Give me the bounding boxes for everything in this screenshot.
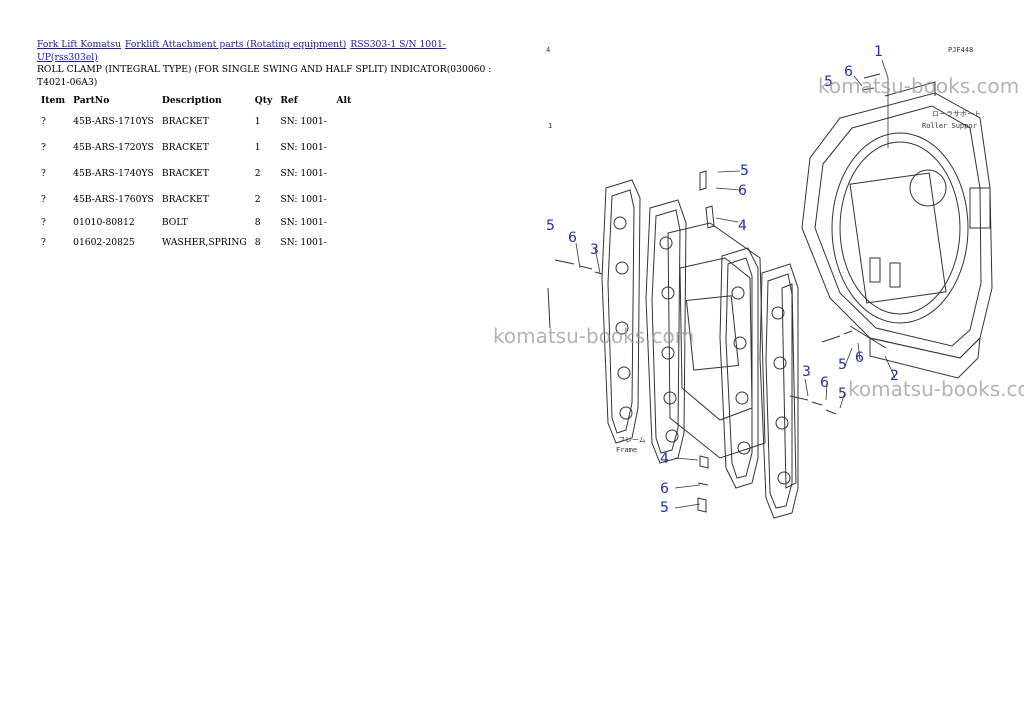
drawing-code: PJF448 (948, 46, 973, 54)
cell-partno: 45B-ARS-1720YS (73, 142, 154, 154)
diagram-labels: PJF448 4 1 ローラサポート Roller Suppor フレーム Fr… (546, 46, 981, 454)
callout-1: 1 (874, 44, 883, 60)
cell-description: BOLT (161, 217, 188, 229)
cell-description: BRACKET (161, 168, 209, 180)
parts-table: Item PartNo Description Qty Ref Alt ? 45… (37, 93, 355, 254)
col-header-qty: Qty (254, 95, 273, 106)
callout-5d: 5 (838, 357, 847, 373)
callout-6e: 6 (820, 375, 829, 391)
frame-jp-label: フレーム (618, 436, 646, 444)
table-header-row: Item PartNo Description Qty Ref Alt (37, 93, 355, 110)
cell-partno: 45B-ARS-1710YS (73, 116, 154, 128)
cell-description: BRACKET (161, 194, 209, 206)
table-row: ? 45B-ARS-1720YS BRACKET 1 SN: 1001- (37, 136, 355, 162)
col-header-alt: Alt (336, 95, 352, 106)
page-title: ROLL CLAMP (INTEGRAL TYPE) (FOR SINGLE S… (37, 64, 492, 88)
table-row: ? 01010-80812 BOLT 8 SN: 1001- (37, 214, 355, 234)
cell-description: BRACKET (161, 116, 209, 128)
callout-3a: 3 (590, 242, 599, 258)
cell-alt (332, 214, 355, 234)
cell-item: ? (41, 237, 46, 249)
cell-alt (332, 188, 355, 214)
diagram-linework (547, 73, 993, 519)
callouts: 1 2 3 3 4 4 5 5 5 5 5 5 6 6 6 6 6 6 (546, 44, 899, 516)
cell-item: ? (41, 194, 46, 206)
cell-ref: SN: 1001- (280, 142, 327, 154)
cell-alt (332, 162, 355, 188)
watermark: komatsu-books.com (493, 324, 695, 348)
callout-5f: 5 (660, 500, 669, 516)
callout-5b: 5 (546, 218, 555, 234)
callout-5c: 5 (824, 74, 833, 90)
cell-qty: 2 (254, 168, 261, 180)
cell-alt (332, 136, 355, 162)
callout-6d: 6 (855, 350, 864, 366)
callout-5e: 5 (838, 386, 847, 402)
callout-6c: 6 (844, 64, 853, 80)
cell-partno: 45B-ARS-1760YS (73, 194, 154, 206)
callout-4b: 4 (660, 451, 669, 467)
watermark: komatsu-books.com (818, 74, 1020, 98)
col-header-description: Description (161, 95, 222, 106)
cell-qty: 8 (254, 217, 261, 229)
breadcrumb-link-category[interactable]: Forklift Attachment parts (Rotating equi… (125, 39, 347, 50)
callout-2: 2 (890, 368, 899, 384)
col-header-item: Item (41, 95, 66, 106)
callout-3b: 3 (802, 364, 811, 380)
corner-mark: 4 (546, 46, 550, 54)
cell-partno: 01602-20825 (73, 237, 135, 249)
cell-item: ? (41, 142, 46, 154)
frame-label: Frame (616, 446, 637, 454)
cell-ref: SN: 1001- (280, 237, 327, 249)
cell-qty: 8 (254, 237, 261, 249)
cell-ref: SN: 1001- (280, 168, 327, 180)
callout-6f: 6 (660, 481, 669, 497)
table-row: ? 01602-20825 WASHER,SPRING 8 SN: 1001- (37, 234, 355, 254)
cell-description: WASHER,SPRING (161, 237, 247, 249)
side-mark: 1 (548, 122, 552, 130)
cell-item: ? (41, 217, 46, 229)
table-row: ? 45B-ARS-1760YS BRACKET 2 SN: 1001- (37, 188, 355, 214)
cell-qty: 2 (254, 194, 261, 206)
col-header-ref: Ref (280, 95, 298, 106)
watermark: komatsu-books.com (848, 377, 1024, 401)
callout-6b: 6 (568, 230, 577, 246)
callout-6a: 6 (738, 183, 747, 199)
table-row: ? 45B-ARS-1710YS BRACKET 1 SN: 1001- (37, 110, 355, 136)
cell-ref: SN: 1001- (280, 194, 327, 206)
cell-description: BRACKET (161, 142, 209, 154)
breadcrumb: Fork Lift Komatsu Forklift Attachment par… (37, 39, 507, 64)
cell-item: ? (41, 168, 46, 180)
callout-4a: 4 (738, 218, 747, 234)
cell-ref: SN: 1001- (280, 217, 327, 229)
roller-support-label: Roller Suppor (922, 122, 977, 130)
cell-qty: 1 (254, 142, 261, 154)
table-row: ? 45B-ARS-1740YS BRACKET 2 SN: 1001- (37, 162, 355, 188)
cell-partno: 01010-80812 (73, 217, 135, 229)
callout-5a: 5 (740, 163, 749, 179)
cell-ref: SN: 1001- (280, 116, 327, 128)
parts-diagram: 1 2 3 3 4 4 5 5 5 5 5 5 6 6 6 6 6 6 PJF4… (546, 44, 993, 519)
cell-qty: 1 (254, 116, 261, 128)
leader-lines (575, 59, 896, 509)
cell-partno: 45B-ARS-1740YS (73, 168, 154, 180)
cell-alt (332, 110, 355, 136)
parts-panel: Fork Lift Komatsu Forklift Attachment par… (37, 39, 507, 254)
breadcrumb-link-brand[interactable]: Fork Lift Komatsu (37, 39, 121, 50)
roller-support-jp-label: ローラサポート (932, 110, 981, 118)
col-header-partno: PartNo (73, 95, 110, 106)
breadcrumb-link-model[interactable]: RSS303-1 S/N 1001-UP(rss303el) (37, 39, 446, 63)
cell-item: ? (41, 116, 46, 128)
cell-alt (332, 234, 355, 254)
